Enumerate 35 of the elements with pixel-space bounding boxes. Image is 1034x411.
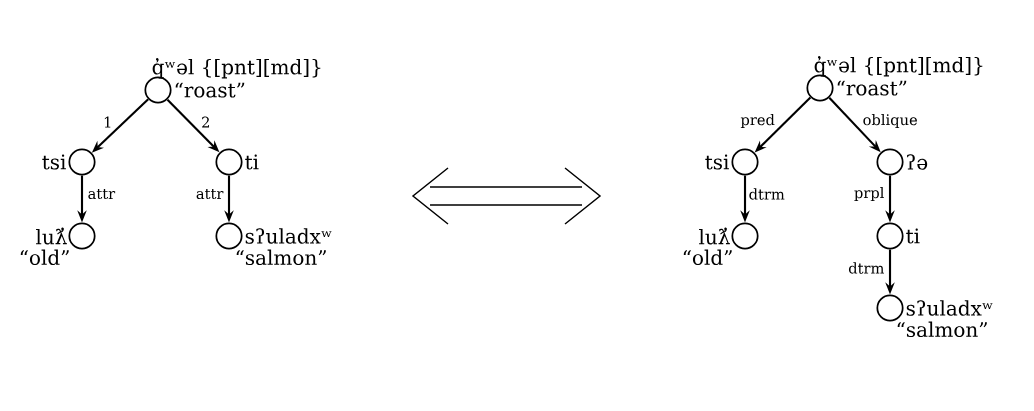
node-label: sʔuladxʷ xyxy=(245,228,332,244)
node-label: ʔə xyxy=(907,154,928,170)
tree-node xyxy=(215,222,243,250)
edge-label: dtrm xyxy=(846,261,886,275)
node-label: “old” xyxy=(20,249,69,266)
node-label: ti xyxy=(906,228,920,244)
node-label: “roast” xyxy=(837,80,907,96)
node-label: ti xyxy=(245,154,259,170)
edge-label: prpl xyxy=(852,185,886,203)
node-label: “old” xyxy=(683,249,732,266)
tree-node xyxy=(215,148,243,176)
node-label: q̓ʷəl {[pnt][md]} xyxy=(814,56,983,77)
edge-label: attr xyxy=(86,187,117,201)
tree-node xyxy=(731,148,759,176)
edge-label: 1 xyxy=(101,115,114,129)
tree-node xyxy=(876,294,904,322)
node-label: q̓ʷəl {[pnt][md]} xyxy=(152,58,321,79)
edge-label: pred xyxy=(739,112,777,130)
node-label: tsi xyxy=(705,154,729,170)
node-label: “roast” xyxy=(175,82,245,98)
node-label: sʔuladxʷ xyxy=(906,300,993,316)
edge-label: oblique xyxy=(861,112,920,130)
tree-node xyxy=(68,148,96,176)
node-label: luƛ̓ xyxy=(699,227,730,245)
tree-node xyxy=(876,222,904,250)
edge-label: dtrm xyxy=(747,187,787,201)
tree-node xyxy=(68,222,96,250)
node-label: tsi xyxy=(42,154,66,170)
tree-node xyxy=(731,222,759,250)
node-label: “salmon” xyxy=(236,249,326,266)
node-label: “salmon” xyxy=(897,321,987,338)
edge-label: 2 xyxy=(199,115,212,129)
edge-label: attr xyxy=(194,187,225,201)
tree-node xyxy=(876,148,904,176)
node-label: luƛ̓ xyxy=(36,227,67,245)
